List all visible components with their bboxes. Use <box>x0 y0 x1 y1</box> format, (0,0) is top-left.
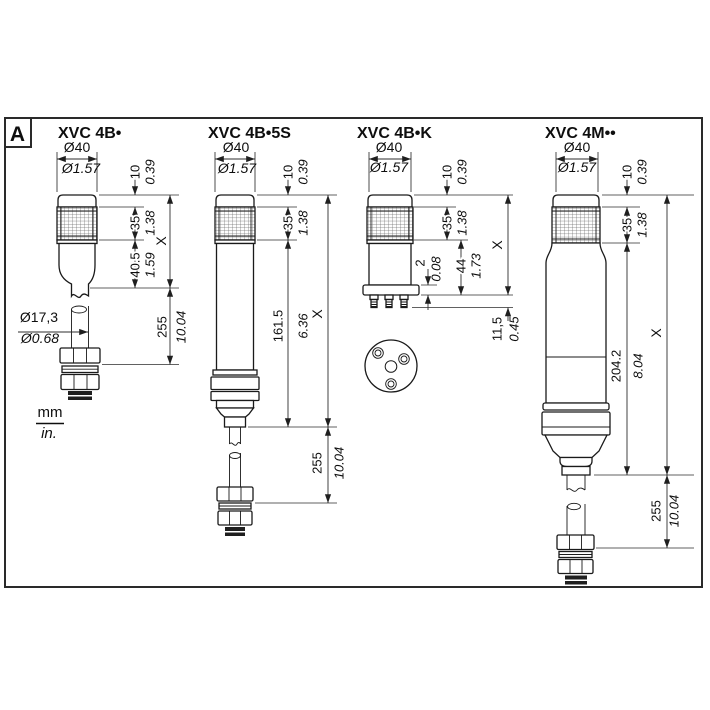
dim-below-in: 10.04 <box>174 311 189 344</box>
cap-dome <box>367 194 413 208</box>
dim-lens-mm: 35 <box>440 216 455 230</box>
base-flange <box>362 284 420 296</box>
dim-cap-mm: 10 <box>281 165 296 179</box>
long-body <box>215 242 255 371</box>
dim-lens-in: 1.38 <box>143 210 158 236</box>
threaded-adapter <box>210 369 260 428</box>
dim-body-in: 1.59 <box>143 252 158 277</box>
diameter-label-mm: Ø40 <box>376 139 403 155</box>
diameter-label-in: Ø1.57 <box>557 159 597 175</box>
tower-drawing <box>541 194 611 585</box>
dim-total-height: X <box>153 236 169 246</box>
dim-below-in: 10.04 <box>667 495 682 528</box>
dim-body-mm: 40.5 <box>128 252 143 277</box>
dim-cap-mm: 10 <box>440 165 455 179</box>
dim-body-mm: 204.2 <box>609 350 624 383</box>
dim-below-mm: 255 <box>649 500 664 522</box>
dim-pins-in: 0.45 <box>507 316 522 342</box>
dim-lens-mm: 35 <box>128 216 143 230</box>
dim-lens-in: 1.38 <box>635 212 650 238</box>
fixing-nut-assembly <box>59 347 101 400</box>
cap-dome <box>215 194 255 208</box>
fixing-nut-assembly <box>556 534 595 585</box>
dim-pins-mm: 11,5 <box>490 317 505 341</box>
lens-section <box>551 206 601 244</box>
lens-section <box>56 206 98 241</box>
column-xvc-4b5s: XVC 4B•5S <box>208 125 347 536</box>
dim-body-in: 1.73 <box>469 253 484 279</box>
column-title: XVC 4M•• <box>545 125 616 142</box>
fixing-nut-assembly <box>216 486 254 536</box>
dim-body-in: 8.04 <box>631 353 646 378</box>
column-title: XVC 4B• <box>58 125 122 142</box>
column-title: XVC 4B•K <box>357 125 432 142</box>
dim-total-height: X <box>648 328 664 338</box>
base-body <box>368 242 412 286</box>
barrel-body <box>545 242 607 404</box>
dim-lens-mm: 35 <box>281 216 296 230</box>
dim-cap-mm: 10 <box>128 165 143 179</box>
lens-section <box>214 206 256 241</box>
cap-dome <box>552 194 600 208</box>
dim-body-mm: 161.5 <box>271 310 286 343</box>
terminal-pins <box>369 294 409 309</box>
dim-body-in: 6.36 <box>296 313 311 339</box>
center-hole <box>384 360 398 373</box>
dimension-lines <box>555 152 694 549</box>
dim-cap-in: 0.39 <box>296 159 311 184</box>
diameter-label-mm: Ø40 <box>64 139 91 155</box>
bottom-view <box>364 339 418 393</box>
mounting-tube <box>566 475 586 535</box>
mounting-tube <box>229 427 241 487</box>
dim-cap-in: 0.39 <box>635 159 650 184</box>
diameter-label-mm: Ø40 <box>564 139 591 155</box>
column-title: XVC 4B•5S <box>208 125 291 142</box>
diameter-label-mm: Ø40 <box>223 139 250 155</box>
dim-total-height: X <box>489 240 505 250</box>
dim-below-in: 10.04 <box>332 447 347 480</box>
dim-body-mm: 44 <box>454 259 469 273</box>
diameter-label-in: Ø1.57 <box>61 160 101 176</box>
threaded-adapter <box>541 402 611 476</box>
lens-section <box>366 206 414 241</box>
dim-cap-in: 0.39 <box>455 159 470 184</box>
tower-drawing <box>56 194 101 400</box>
units-in: in. <box>41 425 57 442</box>
tube-dia-mm: Ø17,3 <box>20 309 58 325</box>
dim-below-mm: 255 <box>310 452 325 474</box>
cap-dome <box>57 194 97 208</box>
dimension-lines <box>368 152 513 321</box>
diameter-label-in: Ø1.57 <box>217 160 257 176</box>
units-mm: mm <box>38 404 63 421</box>
dim-lens-in: 1.38 <box>296 210 311 236</box>
dim-flange-mm: 2 <box>413 259 428 266</box>
units-legend: mm in. <box>36 404 64 442</box>
dim-cap-in: 0.39 <box>143 159 158 184</box>
column-xvc-4m: XVC 4M•• <box>541 125 694 585</box>
dimension-lines <box>214 152 337 504</box>
dim-lens-in: 1.38 <box>455 210 470 236</box>
column-xvc-4bk: XVC 4B•K <box>357 125 522 393</box>
dim-total-height: X <box>309 309 325 319</box>
tower-drawing <box>362 194 420 393</box>
dim-lens-mm: 35 <box>620 218 635 232</box>
diameter-label-in: Ø1.57 <box>369 159 409 175</box>
section-label: A <box>10 123 25 146</box>
dim-flange-in: 0.08 <box>429 256 444 282</box>
dimension-lines <box>18 152 179 365</box>
tower-drawing <box>210 194 260 536</box>
column-xvc-4b: XVC 4B• <box>18 125 189 400</box>
base-body <box>58 242 96 299</box>
mounting-tube <box>71 305 89 348</box>
section-label-box: A <box>4 117 32 148</box>
dim-below-mm: 255 <box>155 316 170 338</box>
dim-cap-mm: 10 <box>620 165 635 179</box>
tube-dia-in: Ø0.68 <box>20 330 59 346</box>
